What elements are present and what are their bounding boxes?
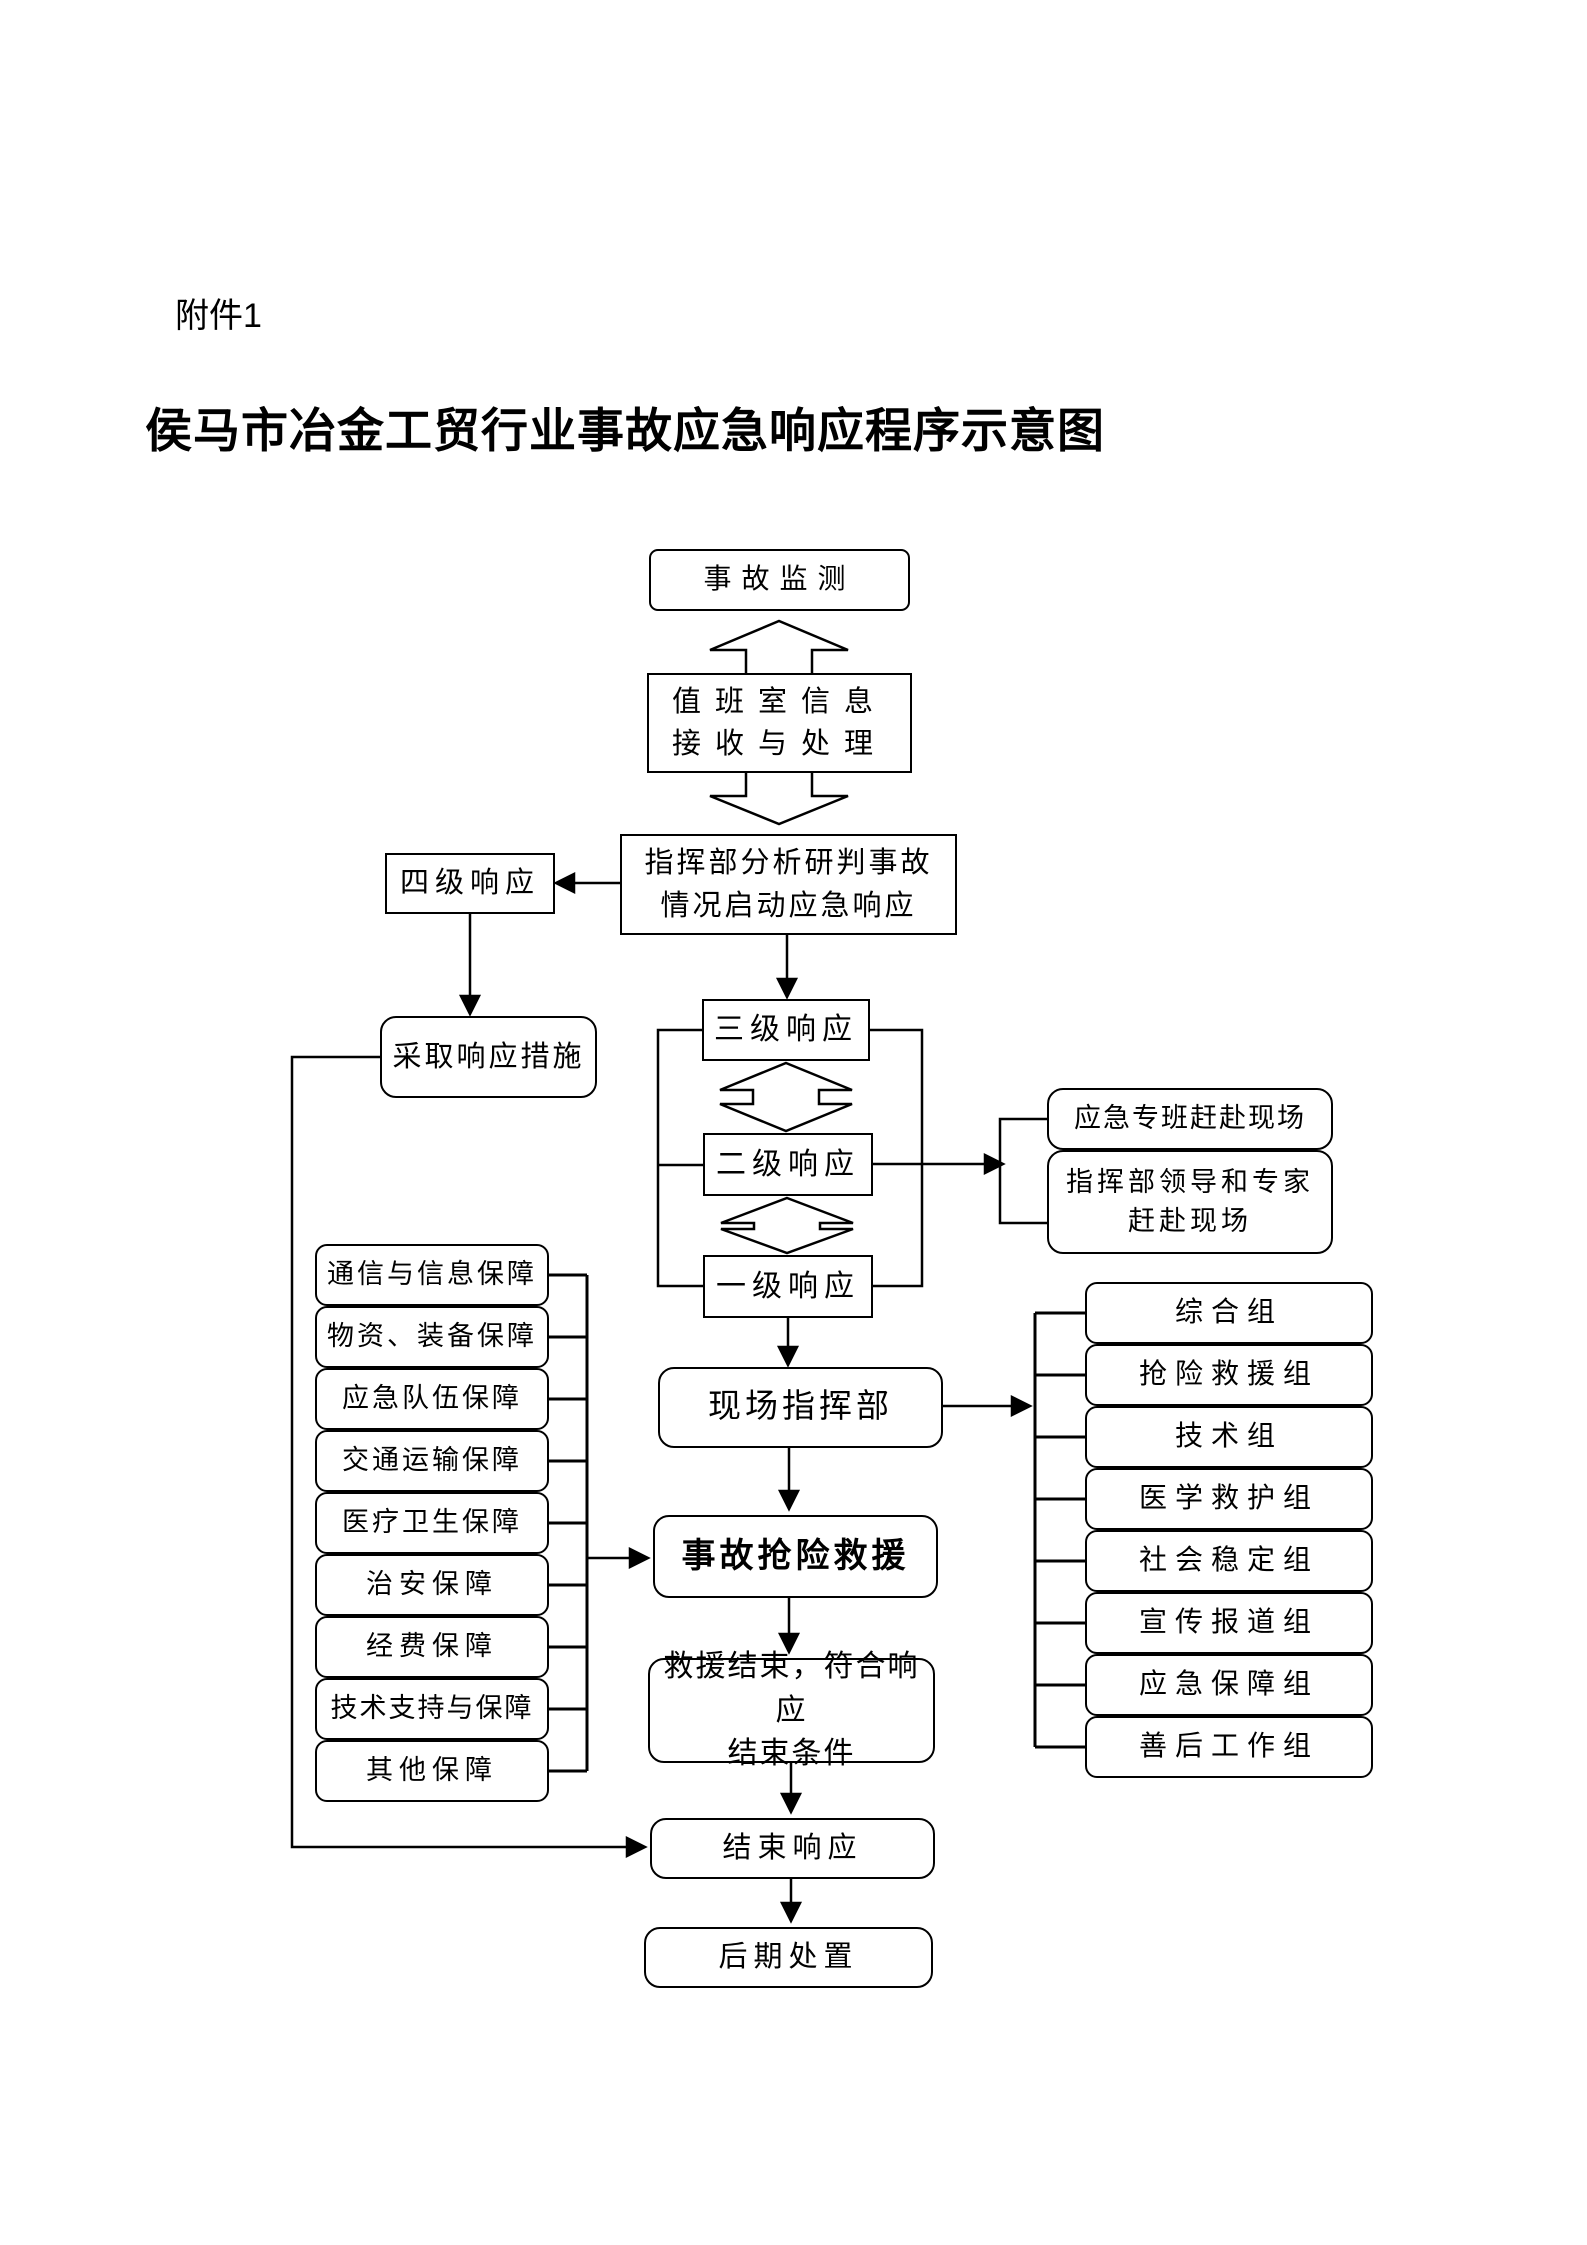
group-box-technical: 技术组 [1085,1406,1373,1468]
support-label: 医疗卫生保障 [342,1507,522,1538]
group-box-support: 应急保障组 [1085,1654,1373,1716]
node-accident-monitoring: 事故监测 [649,549,910,611]
group-box-medical: 医学救护组 [1085,1468,1373,1530]
connector-measures-to-end [290,1055,648,1859]
arrow-supports-to-rescue [587,1546,651,1570]
support-label: 通信与信息保障 [327,1259,537,1290]
leaders-line2: 赶赴现场 [1128,1206,1252,1236]
take-measures-label: 采取响应措施 [392,1040,585,1073]
command-analysis-line2: 情况启动应急响应 [660,889,917,922]
arrow-level4-to-measures [458,914,482,1017]
node-rescue-end-conditions: 救援结束，符合响应 结束条件 [648,1650,935,1770]
group-box-comprehensive: 综合组 [1085,1282,1373,1344]
rescue-end-line2: 结束条件 [727,1737,856,1771]
node-leaders-experts-to-scene: 指挥部领导和专家 赶赴现场 [1047,1150,1333,1254]
group-box-publicity: 宣传报道组 [1085,1592,1373,1654]
support-label: 应急队伍保障 [342,1383,522,1414]
bracket-levels-left [656,1028,703,1288]
support-box-technical: 技术支持与保障 [315,1678,549,1740]
support-box-security: 治安保障 [315,1554,549,1616]
group-label: 抢险救援组 [1138,1358,1319,1390]
arrow-rescue-to-rescue-end [777,1598,801,1655]
node-take-response-measures: 采取响应措施 [380,1016,597,1098]
group-label: 应急保障组 [1138,1668,1319,1700]
block-arrow-up-icon [709,619,849,677]
support-label: 经费保障 [366,1631,498,1662]
post-disposal-label: 后期处置 [718,1941,859,1974]
bracket-groups [1033,1311,1085,1749]
double-arrow-l3-l2-icon [719,1061,853,1133]
node-duty-room-info: 值班室信息 接收与处理 [647,673,912,773]
support-box-transport: 交通运输保障 [315,1430,549,1492]
level3-label: 三级响应 [714,1013,858,1047]
block-arrow-down-icon [709,769,849,826]
node-emergency-team-to-scene: 应急专班赶赴现场 [1047,1088,1333,1150]
support-box-funding: 经费保障 [315,1616,549,1678]
bracket-scene-boxes [998,1117,1047,1225]
node-end-response: 结束响应 [650,1818,935,1879]
level2-label: 二级响应 [716,1147,860,1181]
arrow-command-to-level4 [553,871,620,895]
rescue-end-line1: 救援结束，符合响应 [663,1650,920,1727]
node-post-disposal: 后期处置 [644,1927,933,1988]
node-command-analysis: 指挥部分析研判事故 情况启动应急响应 [620,834,957,935]
attachment-label: 附件1 [175,297,262,335]
leaders-line1: 指挥部领导和专家 [1066,1166,1314,1197]
arrow-rescue-end-to-end [779,1763,803,1815]
group-label: 技术组 [1174,1420,1283,1452]
end-response-label: 结束响应 [722,1832,863,1865]
arrow-level1-to-onsite [776,1318,800,1368]
double-arrow-l2-l1-icon [720,1196,854,1255]
node-accident-rescue: 事故抢险救援 [653,1515,938,1598]
arrow-end-to-post [779,1879,803,1924]
arrow-onsite-to-groups [943,1394,1033,1418]
group-label: 社会稳定组 [1138,1544,1319,1576]
node-level3-response: 三级响应 [702,999,870,1061]
support-box-materials: 物资、装备保障 [315,1306,549,1368]
node-level4-response: 四级响应 [385,853,555,914]
bracket-supports [549,1273,589,1773]
page-title: 侯马市冶金工贸行业事故应急响应程序示意图 [145,406,1105,458]
group-box-rescue: 抢险救援组 [1085,1344,1373,1406]
support-label: 交通运输保障 [342,1445,522,1476]
onsite-command-label: 现场指挥部 [708,1388,893,1425]
node-level1-response: 一级响应 [703,1255,873,1318]
accident-rescue-label: 事故抢险救援 [681,1537,910,1575]
support-box-other: 其他保障 [315,1740,549,1802]
arrow-onsite-to-rescue [777,1448,801,1512]
group-label: 综合组 [1174,1296,1283,1328]
group-box-social-stability: 社会稳定组 [1085,1530,1373,1592]
accident-monitoring-label: 事故监测 [703,563,856,595]
support-label: 其他保障 [366,1755,498,1786]
group-label: 宣传报道组 [1138,1606,1319,1638]
duty-room-line2: 接收与处理 [671,728,887,760]
duty-room-line1: 值班室信息 [671,685,887,718]
level4-label: 四级响应 [399,867,540,900]
support-label: 治安保障 [366,1569,498,1600]
group-box-aftermath: 善后工作组 [1085,1716,1373,1778]
node-onsite-command: 现场指挥部 [658,1367,943,1448]
support-box-medical: 医疗卫生保障 [315,1492,549,1554]
bracket-levels-right [870,1028,924,1288]
arrow-command-to-level3 [775,935,799,1000]
arrow-level2-to-scene-boxes [873,1152,1006,1176]
node-level2-response: 二级响应 [703,1133,873,1196]
group-label: 善后工作组 [1138,1730,1319,1762]
level1-label: 一级响应 [716,1269,860,1303]
command-analysis-line1: 指挥部分析研判事故 [644,847,933,880]
support-box-emergency-teams: 应急队伍保障 [315,1368,549,1430]
emergency-team-label: 应急专班赶赴现场 [1074,1103,1306,1134]
group-label: 医学救护组 [1138,1482,1319,1514]
support-box-communication: 通信与信息保障 [315,1244,549,1306]
support-label: 物资、装备保障 [327,1321,537,1352]
support-label: 技术支持与保障 [330,1693,534,1724]
